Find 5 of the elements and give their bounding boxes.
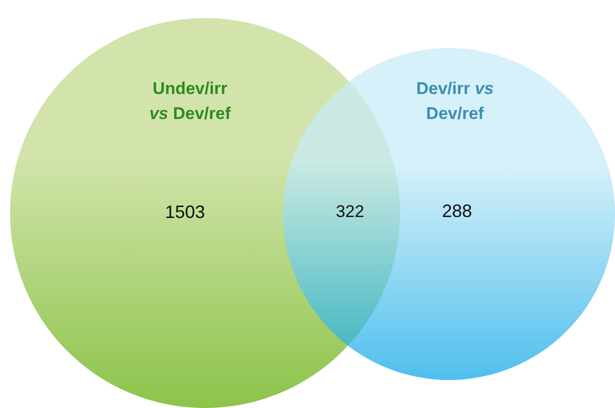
set-title: Dev/irr vs Dev/ref xyxy=(415,78,495,125)
set-count: 288 xyxy=(442,201,472,222)
set-count: 1503 xyxy=(164,202,206,223)
overlap-count: 322 xyxy=(336,202,364,222)
set-title: Undev/irr vs Dev/ref xyxy=(148,78,232,125)
